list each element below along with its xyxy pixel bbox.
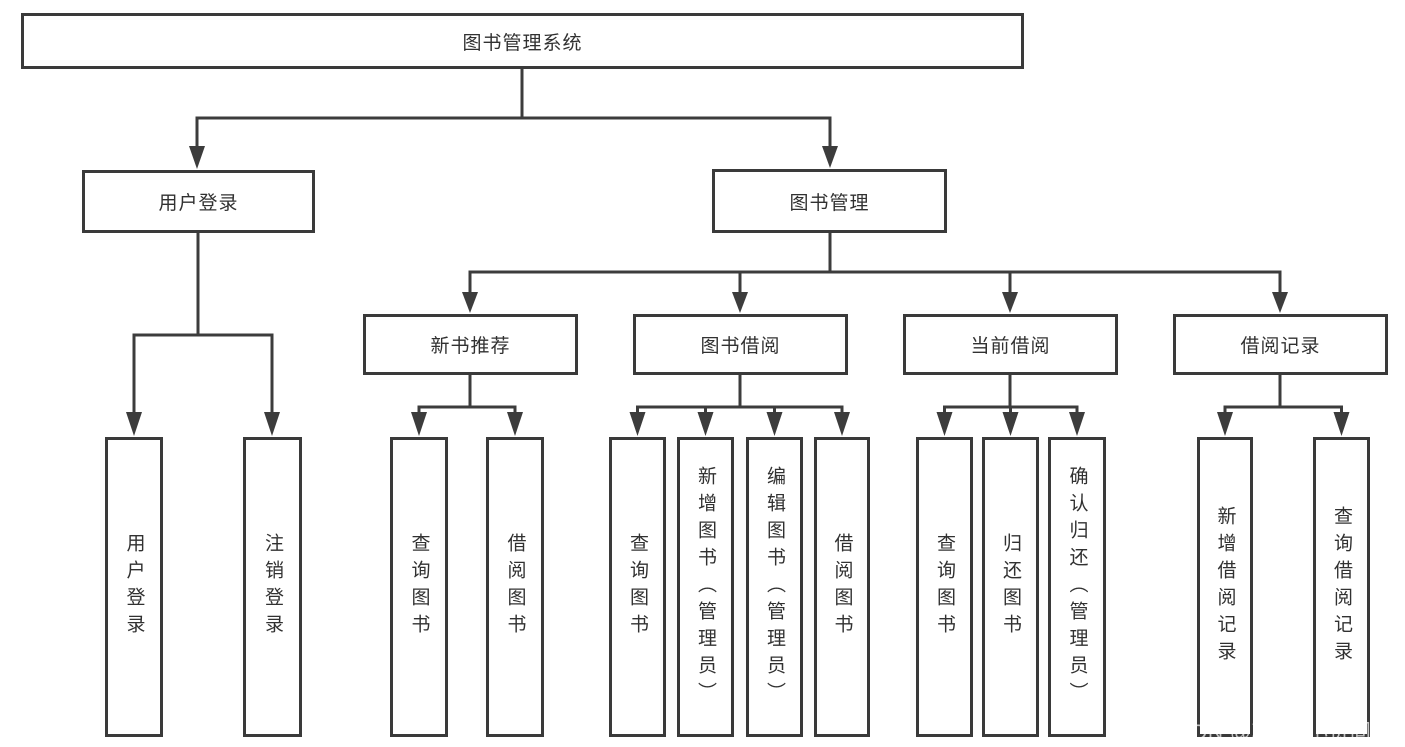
connector-book-borrow-branch [629,375,850,436]
connector-new-book-branch [411,375,523,436]
node-new-book-recommend: 新书推荐 [363,314,578,375]
node-book-management: 图书管理 [712,169,947,233]
node-label: 新增借阅记录 [1214,506,1236,668]
node-borrowing-records: 借阅记录 [1173,314,1388,375]
node-label: 当前借阅 [970,336,1051,357]
connector-current-borrow-branch [936,375,1085,436]
node-label: 借阅图书 [831,533,853,641]
node-book-borrowing: 图书借阅 [633,314,848,375]
csdn-watermark: CSDN @软件_小贺同学 [1162,721,1393,744]
leaf-confirm-return-admin: 确认归还（管理员） [1048,437,1106,737]
node-label: 借阅图书 [504,533,526,641]
node-label: 借阅记录 [1240,336,1321,357]
node-label: 新书推荐 [430,336,511,357]
node-label: 查询图书 [934,533,955,641]
connector-book-mgmt-to-level3 [462,233,1288,313]
leaf-query-borrow-record: 查询借阅记录 [1313,437,1370,737]
node-label: 确认归还（管理员） [1066,465,1088,709]
node-label: 图书管理系统 [462,32,583,54]
connector-user-login-branch [126,233,280,436]
node-label: 查询借阅记录 [1331,506,1352,668]
node-label: 用户登录 [123,533,145,641]
leaf-user-login: 用户登录 [105,437,163,737]
node-label: 用户登录 [158,193,239,214]
node-label: 查询图书 [627,533,648,641]
connector-root-to-level2 [189,69,838,169]
leaf-add-borrow-record: 新增借阅记录 [1197,437,1253,737]
leaf-edit-books-admin: 编辑图书（管理员） [746,437,803,737]
leaf-query-books-recommend: 查询图书 [390,437,448,737]
node-user-login: 用户登录 [82,170,315,233]
node-label: 新增图书（管理员） [695,465,716,709]
connector-borrow-record-branch [1217,375,1350,436]
node-root-system: 图书管理系统 [21,13,1024,69]
leaf-logout: 注销登录 [243,437,302,737]
leaf-query-books-current: 查询图书 [916,437,973,737]
leaf-query-books-borrow: 查询图书 [609,437,666,737]
leaf-borrow-books-recommend: 借阅图书 [486,437,544,737]
node-label: 图书借阅 [700,336,781,357]
node-label: 归还图书 [1000,533,1021,641]
node-label: 注销登录 [262,533,283,641]
leaf-return-books: 归还图书 [982,437,1039,737]
node-label: 查询图书 [408,533,430,641]
node-label: 图书管理 [789,192,870,214]
leaf-add-books-admin: 新增图书（管理员） [677,437,734,737]
leaf-borrow-books: 借阅图书 [814,437,870,737]
node-label: 编辑图书（管理员） [764,465,785,709]
node-current-borrowing: 当前借阅 [903,314,1118,375]
